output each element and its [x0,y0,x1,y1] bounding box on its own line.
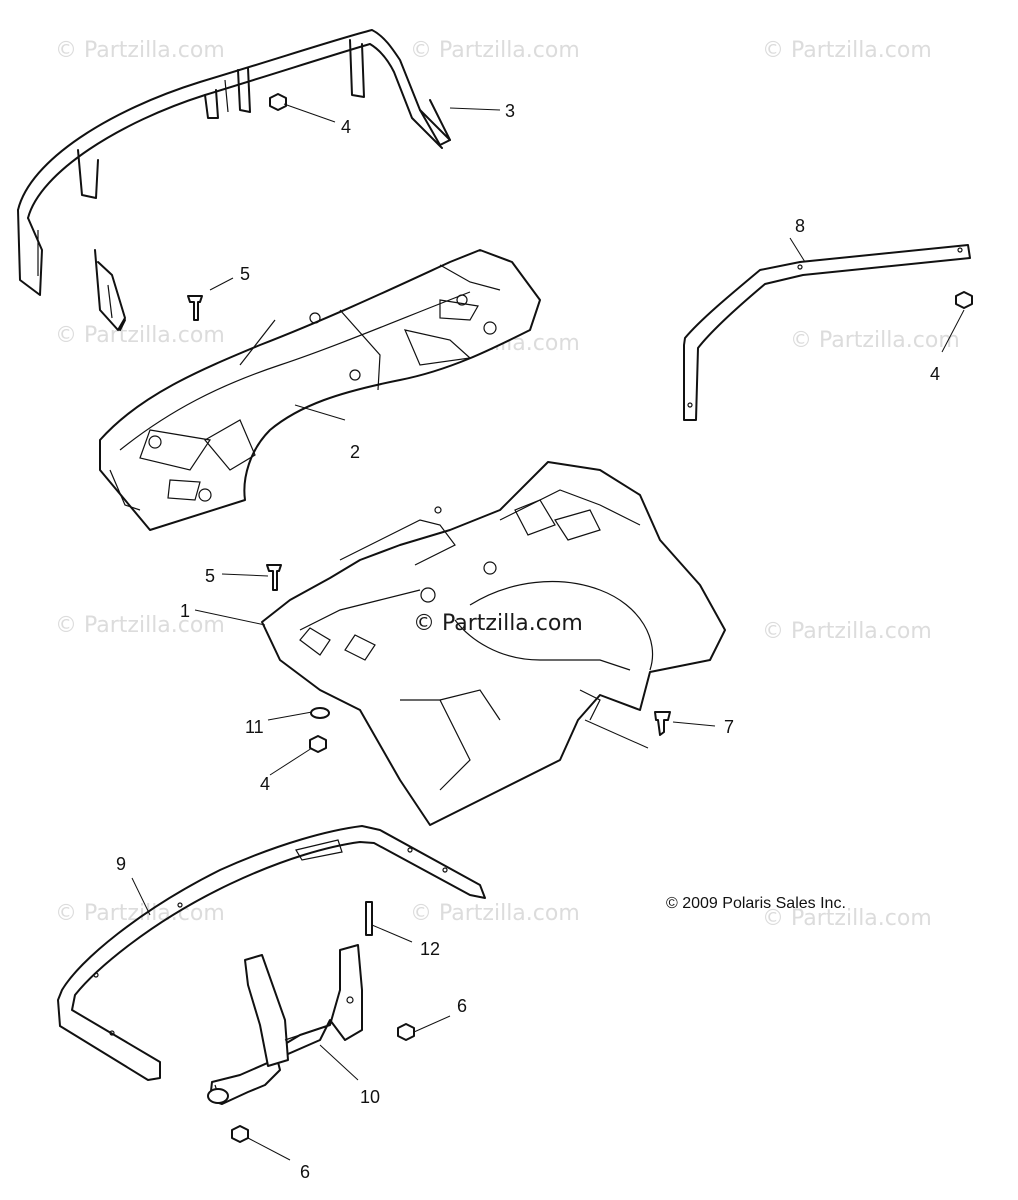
part-1-rear-fender [261,461,726,826]
part-10-hitch-bracket [209,944,363,1105]
callout-4: 4 [260,774,270,794]
callouts: 3 4 5 2 8 4 5 1 7 11 4 9 12 6 10 6 [116,101,940,1182]
callout-4: 4 [341,117,351,137]
watermark: © Partzilla.com [410,901,580,926]
watermark: © Partzilla.com [790,328,960,353]
watermark: © Partzilla.com [762,906,932,931]
part-3-rack-rail [17,29,451,331]
part-12-pin [365,901,373,936]
watermark: © Partzilla.com [410,38,580,63]
callout-6: 6 [457,996,467,1016]
callout-5: 5 [205,566,215,586]
bolt-6a [397,1023,415,1041]
callout-6: 6 [300,1162,310,1182]
watermark: © Partzilla.com [55,323,225,348]
callout-12: 12 [420,939,440,959]
callout-5: 5 [240,264,250,284]
nut-4a [269,93,287,111]
callout-8: 8 [795,216,805,236]
rivet-7 [654,711,671,736]
watermark-center: © Partzilla.com [413,611,583,636]
watermark: © Partzilla.com [762,619,932,644]
callout-11: 11 [245,717,264,737]
leader-lines [131,103,965,1161]
watermark: © Partzilla.com [55,901,225,926]
callout-10: 10 [360,1087,380,1107]
callout-4: 4 [930,364,940,384]
copyright-text: © 2009 Polaris Sales Inc. [666,895,846,912]
callout-7: 7 [724,717,734,737]
bolt-6b [231,1125,249,1143]
callout-9: 9 [116,854,126,874]
nut-4c [309,735,327,753]
screw-5b [266,564,282,591]
callout-2: 2 [350,442,360,462]
part-8-bar [683,244,971,421]
watermark: © Partzilla.com [55,38,225,63]
callout-3: 3 [505,101,515,121]
part-9-bumper-rail [57,825,486,1081]
watermark: © Partzilla.com [762,38,932,63]
screw-5a [187,295,203,321]
part-2-rack-plate [99,249,541,531]
callout-1: 1 [180,601,190,621]
washer-11 [310,707,330,719]
watermark: © Partzilla.com [55,613,225,638]
hardware [187,93,973,1143]
nut-4b [955,291,973,309]
